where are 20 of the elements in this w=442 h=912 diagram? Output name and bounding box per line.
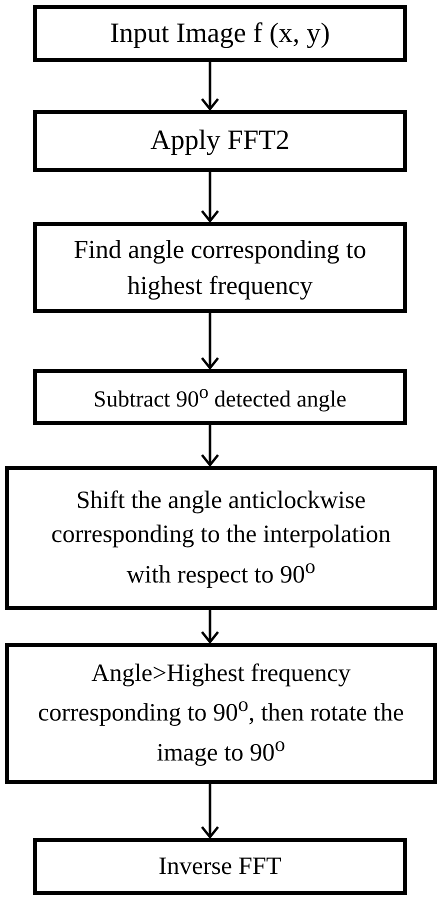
process-box — [33, 110, 407, 172]
process-box — [5, 643, 437, 784]
box-text: Subtract 90$^{o}$ detected angle — [94, 380, 346, 414]
box-text: Angle>Highest frequency corresponding to 90$^{o}$, then rotate the image to 90$^{o}$ — [37, 658, 405, 769]
process-box — [5, 466, 437, 610]
box-text: Apply FFT2 — [150, 124, 290, 158]
box-text: Inverse FFT — [158, 852, 282, 882]
arrow — [200, 425, 220, 466]
process-box — [33, 838, 407, 895]
box-text: Input Image f (x, y) — [110, 16, 330, 51]
process-box — [33, 369, 407, 425]
arrow — [200, 62, 220, 110]
arrow — [200, 313, 220, 370]
arrow — [200, 610, 220, 644]
arrow — [200, 172, 220, 222]
arrow — [200, 784, 220, 838]
process-box — [33, 222, 407, 313]
process-box — [33, 5, 407, 62]
box-text: Shift the angle anticlockwise corresponding to the interpolation with respect to 90$^{o}$ — [50, 486, 392, 590]
box-text: Find angle corresponding to highest frequency — [72, 234, 368, 302]
